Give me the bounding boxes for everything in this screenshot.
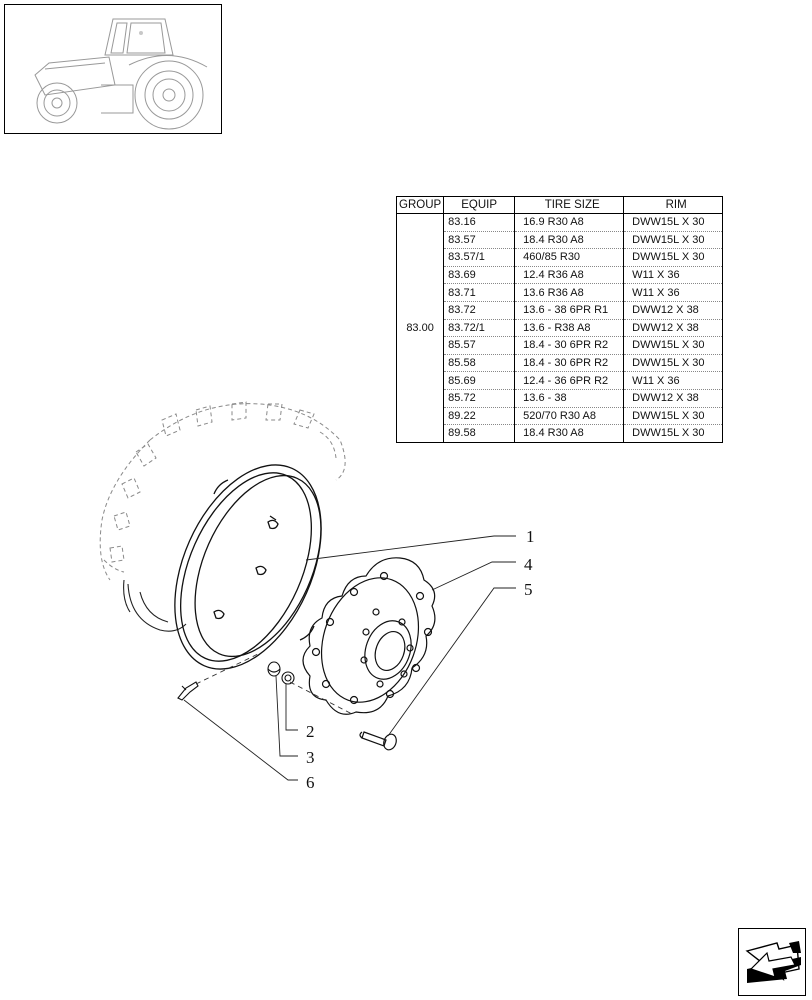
washer-part [281,671,295,685]
table-row: 83.71 13.6 R36 A8 W11 X 36 [397,283,723,302]
rim-part [174,464,322,670]
tire-size-table: GROUP EQUIP TIRE SIZE RIM 83.00 83.16 16… [396,196,724,443]
table-row: 89.58 18.4 R30 A8 DWW15L X 30 [397,424,723,443]
rim-cell: DWW15L X 30 [623,231,723,250]
equip-cell: 85.72 [443,389,515,408]
callout-3: 3 [306,748,315,767]
equip-cell: 89.58 [443,424,515,443]
equip-cell: 85.57 [443,336,515,355]
rim-cell: DWW15L X 30 [623,407,723,426]
rim-cell: W11 X 36 [623,283,723,302]
table-row: 89.22 520/70 R30 A8 DWW15L X 30 [397,407,723,426]
tire-size-cell: 18.4 - 30 6PR R2 [514,354,624,373]
tractor-thumbnail [4,4,222,134]
rim-cell: DWW15L X 30 [623,354,723,373]
table-row: 83.57/1 460/85 R30 DWW15L X 30 [397,248,723,267]
callout-2: 2 [306,722,315,741]
callout-5: 5 [524,580,533,599]
bolt-part [359,731,397,751]
rim-cell: DWW15L X 30 [623,424,723,443]
tire-size-cell: 13.6 - R38 A8 [514,319,624,338]
arrow-back-icon [745,941,801,983]
previous-page-button[interactable] [738,928,806,996]
tractor-icon [34,18,208,130]
equip-cell: 83.72/1 [443,319,515,338]
table-row: 85.69 12.4 - 36 6PR R2 W11 X 36 [397,371,723,390]
rim-cell: DWW15L X 30 [623,336,723,355]
wheel-disc-part [302,557,436,715]
rim-cell: W11 X 36 [623,266,723,285]
tire-size-cell: 460/85 R30 [514,248,624,267]
tire-phantom [99,401,346,581]
equip-cell: 83.57 [443,231,515,250]
equip-cell: 85.69 [443,371,515,390]
table-header-row: GROUP EQUIP TIRE SIZE RIM [396,196,723,214]
tire-size-cell: 13.6 - 38 6PR R1 [514,301,624,320]
table-row: 83.69 12.4 R36 A8 W11 X 36 [397,266,723,285]
tire-size-cell: 12.4 - 36 6PR R2 [514,371,624,390]
equip-cell: 83.16 [443,213,515,232]
table-row: 83.00 83.16 16.9 R30 A8 DWW15L X 30 [397,213,723,334]
tire-size-cell: 520/70 R30 A8 [514,407,624,426]
header-group: GROUP [396,196,444,214]
table-row: 85.72 13.6 - 38 DWW12 X 38 [397,389,723,408]
rim-cell: W11 X 36 [623,371,723,390]
header-equip: EQUIP [443,196,515,214]
table-row: 85.57 18.4 - 30 6PR R2 DWW15L X 30 [397,336,723,355]
tire-size-cell: 18.4 R30 A8 [514,231,624,250]
group-cell: 83.00 [406,321,434,334]
table-row: 85.58 18.4 - 30 6PR R2 DWW15L X 30 [397,354,723,373]
tire-size-cell: 18.4 R30 A8 [514,424,624,443]
equip-cell: 85.58 [443,354,515,373]
header-rim: RIM [623,196,723,214]
table-row: 83.72 13.6 - 38 6PR R1 DWW12 X 38 [397,301,723,320]
rim-cell: DWW12 X 38 [623,319,723,338]
equip-cell: 83.69 [443,266,515,285]
nut-part [267,661,281,677]
callout-4: 4 [524,555,533,574]
valve-part [177,681,199,701]
tire-size-cell: 16.9 R30 A8 [514,213,624,232]
equip-cell: 83.71 [443,283,515,302]
callout-6: 6 [306,773,315,792]
equip-cell: 83.72 [443,301,515,320]
tire-size-cell: 12.4 R36 A8 [514,266,624,285]
rim-cell: DWW15L X 30 [623,213,723,232]
rim-cell: DWW15L X 30 [623,248,723,267]
rim-cell: DWW12 X 38 [623,389,723,408]
callout-1: 1 [526,527,535,546]
equip-cell: 89.22 [443,407,515,426]
rim-cell: DWW12 X 38 [623,301,723,320]
tire-size-cell: 13.6 R36 A8 [514,283,624,302]
table-row: 83.57 18.4 R30 A8 DWW15L X 30 [397,231,723,250]
header-tire-size: TIRE SIZE [514,196,624,214]
tire-size-cell: 18.4 - 30 6PR R2 [514,336,624,355]
tire-size-cell: 13.6 - 38 [514,389,624,408]
equip-cell: 83.57/1 [443,248,515,267]
table-row: 83.72/1 13.6 - R38 A8 DWW12 X 38 [397,319,723,338]
